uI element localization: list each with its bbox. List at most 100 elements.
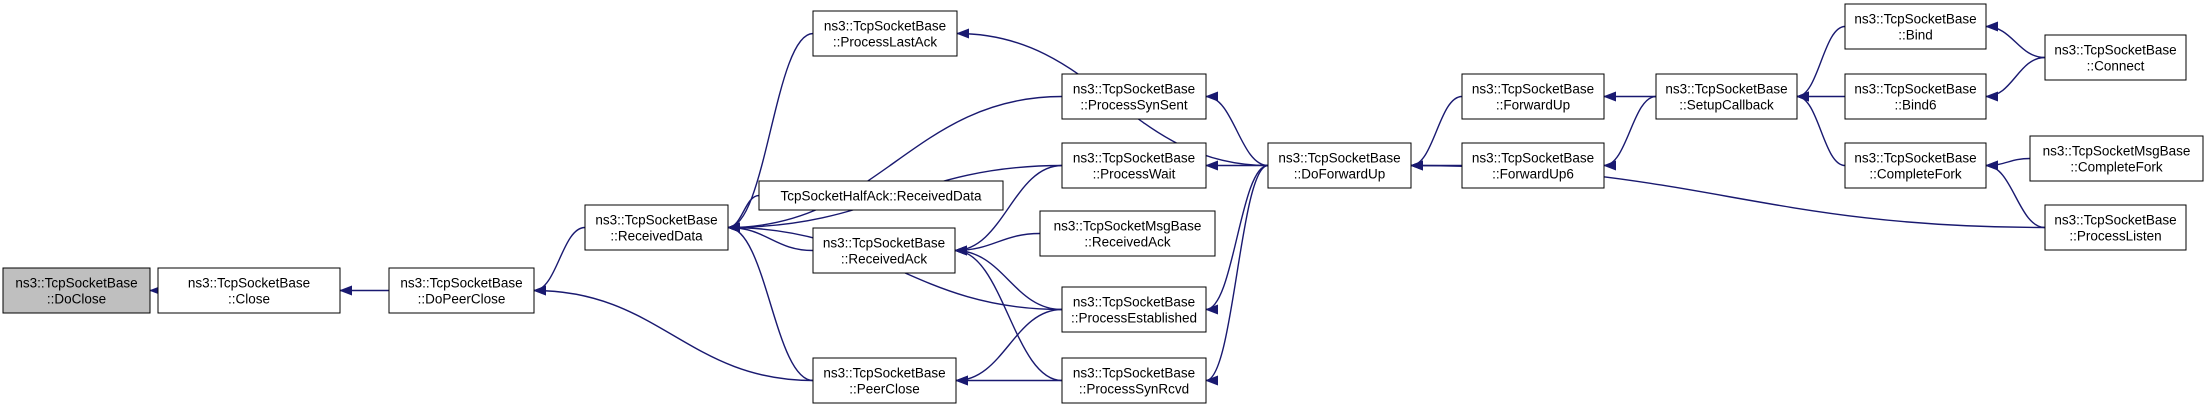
node-class-label: ns3::TcpSocketBase (15, 276, 137, 291)
node-class-label: TcpSocketHalfAck::ReceivedData (780, 189, 982, 204)
node-doforwardup[interactable]: ns3::TcpSocketBase::DoForwardUp (1267, 142, 1412, 189)
node-method-label: ::DoPeerClose (418, 292, 506, 307)
node-processwait[interactable]: ns3::TcpSocketBase::ProcessWait (1061, 142, 1207, 189)
edge-arrow (1985, 157, 2031, 171)
node-class-label: ns3::TcpSocketBase (1854, 82, 1976, 97)
node-method-label: ::ProcessSynSent (1080, 98, 1188, 113)
node-method-label: ::ForwardUp6 (1492, 167, 1574, 182)
node-box (1061, 73, 1207, 120)
node-class-label: ns3::TcpSocketBase (1073, 151, 1195, 166)
edge-peerclose-to-dopeerclose (533, 285, 814, 382)
node-method-label: ::DoClose (47, 292, 106, 307)
node-box (1461, 142, 1605, 189)
node-processestablished[interactable]: ns3::TcpSocketBase::ProcessEstablished (1061, 286, 1207, 333)
node-msgcompletefork[interactable]: ns3::TcpSocketMsgBase::CompleteFork (2029, 135, 2204, 182)
node-method-label: ::Bind6 (1894, 98, 1936, 113)
edge-arrow (533, 285, 814, 382)
node-processsynrcvd[interactable]: ns3::TcpSocketBase::ProcessSynRcvd (1061, 357, 1207, 404)
edge-processlisten-to-completefork (1985, 160, 2046, 229)
node-bind[interactable]: ns3::TcpSocketBase::Bind (1844, 3, 1987, 50)
node-method-label: ::ReceivedAck (1084, 235, 1171, 250)
edge-msgcompletefork-to-completefork (1985, 157, 2031, 171)
node-box (1844, 73, 1987, 120)
edge-processwait-to-receivedack (954, 164, 1063, 256)
edge-setupcallback-to-forwardup6 (1603, 95, 1657, 171)
edge-bind-to-setupcallback (1796, 25, 1846, 102)
node-box (1061, 357, 1207, 404)
node-box (157, 267, 341, 314)
node-class-label: ns3::TcpSocketMsgBase (2043, 144, 2191, 159)
edge-arrow (954, 245, 1063, 311)
nodes: ns3::TcpSocketBase::DoClosens3::TcpSocke… (2, 3, 2204, 404)
edge-connect-to-bind6 (1985, 56, 2046, 102)
node-processsynsent[interactable]: ns3::TcpSocketBase::ProcessSynSent (1061, 73, 1207, 120)
node-box (584, 204, 729, 251)
node-class-label: ns3::TcpSocketMsgBase (1054, 219, 1202, 234)
node-method-label: ::ProcessEstablished (1071, 311, 1197, 326)
node-completefork[interactable]: ns3::TcpSocketBase::CompleteFork (1844, 142, 1987, 189)
node-receiveddata[interactable]: ns3::TcpSocketBase::ReceivedData (584, 204, 729, 251)
node-class-label: ns3::TcpSocketBase (1854, 151, 1976, 166)
node-method-label: ::ProcessLastAck (833, 35, 938, 50)
edge-arrow (1985, 56, 2046, 102)
node-box (1061, 142, 1207, 189)
edge-arrow (954, 164, 1063, 256)
node-connect[interactable]: ns3::TcpSocketBase::Connect (2044, 34, 2187, 81)
node-class-label: ns3::TcpSocketBase (823, 366, 945, 381)
edge-receiveddata-to-dopeerclose (533, 226, 586, 296)
edge-arrow (727, 194, 760, 233)
edge-arrow (1985, 21, 2046, 59)
node-method-label: ::ForwardUp (1496, 98, 1570, 113)
edge-processestablished-to-peerclose (955, 308, 1063, 386)
edge-arrow (1985, 160, 2046, 229)
node-bind6[interactable]: ns3::TcpSocketBase::Bind6 (1844, 73, 1987, 120)
node-setupcallback[interactable]: ns3::TcpSocketBase::SetupCallback (1655, 73, 1798, 120)
node-method-label: ::ProcessSynRcvd (1079, 382, 1189, 397)
node-box (1461, 73, 1605, 120)
node-doclose[interactable]: ns3::TcpSocketBase::DoClose (2, 267, 151, 314)
node-close[interactable]: ns3::TcpSocketBase::Close (157, 267, 341, 314)
node-processlastack[interactable]: ns3::TcpSocketBase::ProcessLastAck (812, 10, 958, 57)
node-receivedack[interactable]: ns3::TcpSocketBase::ReceivedAck (812, 227, 956, 274)
node-class-label: ns3::TcpSocketBase (2054, 43, 2176, 58)
node-class-label: ns3::TcpSocketBase (1472, 82, 1594, 97)
node-box (2044, 204, 2187, 251)
edge-processlastack-to-receiveddata (727, 32, 814, 233)
edge-arrow (954, 245, 1063, 382)
node-method-label: ::Bind (1898, 28, 1933, 43)
node-method-label: ::CompleteFork (1869, 167, 1962, 182)
node-method-label: ::PeerClose (849, 382, 920, 397)
node-method-label: ::DoForwardUp (1294, 167, 1386, 182)
node-box (1267, 142, 1412, 189)
node-box (758, 180, 1004, 211)
edge-processsynrcvd-to-receivedack (954, 245, 1063, 382)
node-class-label: ns3::TcpSocketBase (824, 19, 946, 34)
node-method-label: ::ProcessWait (1093, 167, 1176, 182)
node-method-label: ::ReceivedAck (841, 252, 928, 267)
node-processlisten[interactable]: ns3::TcpSocketBase::ProcessListen (2044, 204, 2187, 251)
node-class-label: ns3::TcpSocketBase (188, 276, 310, 291)
edge-forwardup-to-doforwardup (1410, 95, 1463, 171)
node-class-label: ns3::TcpSocketBase (1278, 151, 1400, 166)
edge-arrow (533, 226, 586, 296)
node-method-label: ::CompleteFork (2070, 160, 2163, 175)
edge-arrow (1796, 25, 1846, 102)
node-dopeerclose[interactable]: ns3::TcpSocketBase::DoPeerClose (388, 267, 535, 314)
edge-halfack-to-receiveddata (727, 194, 760, 233)
edge-arrow (1410, 95, 1463, 171)
node-forwardup[interactable]: ns3::TcpSocketBase::ForwardUp (1461, 73, 1605, 120)
node-class-label: ns3::TcpSocketBase (823, 236, 945, 251)
edge-completefork-to-setupcallback (1796, 91, 1846, 167)
node-box (1844, 142, 1987, 189)
edge-arrow (727, 95, 1063, 233)
node-peerclose[interactable]: ns3::TcpSocketBase::PeerClose (812, 357, 957, 404)
node-msgreceivedack[interactable]: ns3::TcpSocketMsgBase::ReceivedAck (1039, 210, 1216, 257)
node-class-label: ns3::TcpSocketBase (1073, 82, 1195, 97)
node-class-label: ns3::TcpSocketBase (1854, 12, 1976, 27)
edge-arrow (1603, 95, 1657, 171)
node-halfack[interactable]: TcpSocketHalfAck::ReceivedData (758, 180, 1004, 211)
edge-arrow (1796, 91, 1846, 167)
node-box (1844, 3, 1987, 50)
edge-arrow (727, 32, 814, 233)
node-forwardup6[interactable]: ns3::TcpSocketBase::ForwardUp6 (1461, 142, 1605, 189)
